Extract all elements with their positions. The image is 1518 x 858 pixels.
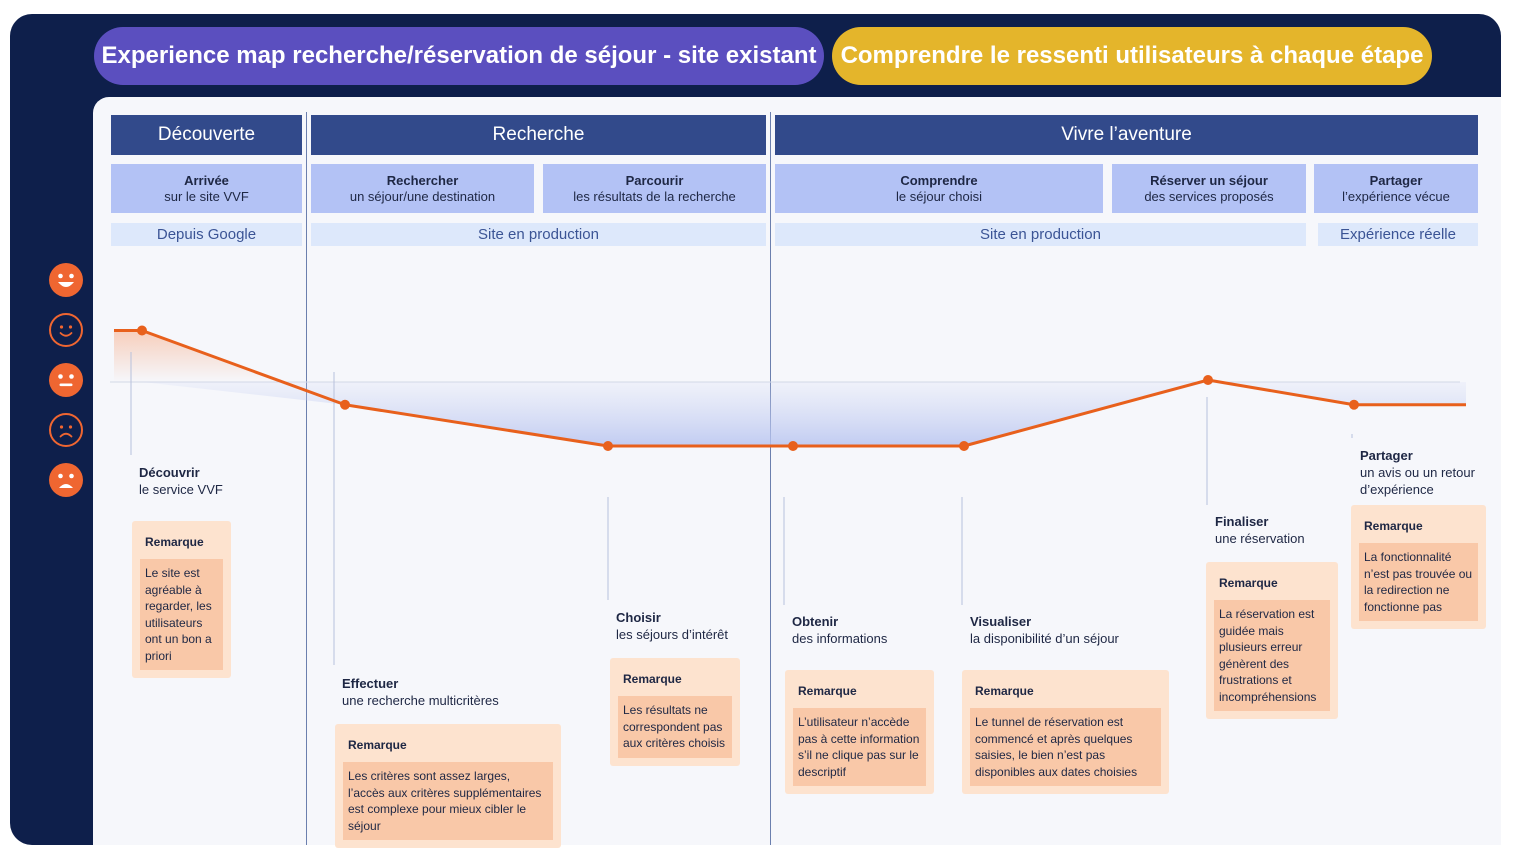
phase-divider <box>770 112 771 845</box>
step-title: Réserver un séjour <box>1150 172 1268 188</box>
happy-face-icon <box>49 313 83 347</box>
remark-label: Remarque <box>1219 576 1278 590</box>
step-partager: Partager l’expérience vécue <box>1314 164 1478 213</box>
action-subtitle: un avis ou un retour d’expérience <box>1360 465 1475 497</box>
page-subtitle: Comprendre le ressenti utilisateurs à ch… <box>832 27 1432 85</box>
action-decouvrir: Découvrir le service VVF <box>139 464 223 498</box>
remark-card-effectuer: Remarque Les critères sont assez larges,… <box>335 724 561 848</box>
action-subtitle: une réservation <box>1215 531 1305 546</box>
step-title: Comprendre <box>900 172 978 188</box>
remark-card-obtenir: Remarque L’utilisateur n’accède pas à ce… <box>785 670 934 794</box>
remark-card-finaliser: Remarque La réservation est guidée mais … <box>1206 562 1338 719</box>
emotion-point <box>137 325 147 336</box>
step-title: Arrivée <box>184 172 229 188</box>
action-title: Découvrir <box>139 465 200 480</box>
action-title: Effectuer <box>342 676 399 691</box>
phase-recherche: Recherche <box>311 115 766 155</box>
action-partager: Partager un avis ou un retour d’expérien… <box>1360 447 1495 498</box>
remark-label: Remarque <box>145 535 204 549</box>
phase-decouverte: Découverte <box>111 115 302 155</box>
step-subtitle: un séjour/une destination <box>349 188 496 204</box>
action-title: Partager <box>1360 448 1413 463</box>
sad-face-icon <box>49 413 83 447</box>
context-depuis-google: Depuis Google <box>111 223 302 246</box>
action-title: Obtenir <box>792 614 839 629</box>
phase-vivre-aventure: Vivre l’aventure <box>775 115 1478 155</box>
remark-text: Le tunnel de réservation est commencé et… <box>970 708 1161 786</box>
remark-label: Remarque <box>1364 519 1423 533</box>
emotion-point <box>340 399 350 410</box>
step-arrivee: Arrivée sur le site VVF <box>111 164 302 213</box>
step-comprendre: Comprendre le séjour choisi <box>775 164 1103 213</box>
step-parcourir: Parcourir les résultats de la recherche <box>543 164 766 213</box>
action-subtitle: des informations <box>792 631 888 646</box>
emotion-point <box>1349 399 1359 410</box>
emotion-point <box>1203 375 1213 385</box>
step-subtitle: le séjour choisi <box>896 188 982 204</box>
remark-card-decouvrir: Remarque Le site est agréable à regarder… <box>132 521 231 678</box>
emotion-point <box>788 441 798 451</box>
step-subtitle: l’expérience vécue <box>1342 188 1450 204</box>
context-site-production: Site en production <box>311 223 766 246</box>
action-subtitle: la disponibilité d’un séjour <box>970 631 1119 646</box>
very-happy-face-icon <box>49 263 83 297</box>
remark-card-partager: Remarque La fonctionnalité n’est pas tro… <box>1351 505 1486 629</box>
step-title: Rechercher <box>386 172 459 188</box>
emotion-point <box>959 441 969 451</box>
context-site-production-2: Site en production <box>775 223 1306 246</box>
action-subtitle: le service VVF <box>139 482 223 497</box>
action-subtitle: les séjours d’intérêt <box>616 627 728 642</box>
step-subtitle: sur le site VVF <box>164 188 249 204</box>
neutral-face-icon <box>49 363 83 397</box>
action-effectuer: Effectuer une recherche multicritères <box>342 675 499 709</box>
step-subtitle: des services proposés <box>1144 188 1274 204</box>
remark-label: Remarque <box>348 738 407 752</box>
action-choisir: Choisir les séjours d’intérêt <box>616 609 728 643</box>
step-title: Parcourir <box>625 172 684 188</box>
step-subtitle: les résultats de la recherche <box>573 188 736 204</box>
step-rechercher: Rechercher un séjour/une destination <box>311 164 534 213</box>
remark-text: La réservation est guidée mais plusieurs… <box>1214 600 1330 711</box>
remark-text: Les résultats ne correspondent pas aux c… <box>618 696 732 758</box>
remark-text: La fonctionnalité n’est pas trouvée ou l… <box>1359 543 1478 621</box>
remark-label: Remarque <box>623 672 682 686</box>
remark-text: Le site est agréable à regarder, les uti… <box>140 559 223 670</box>
action-obtenir: Obtenir des informations <box>792 613 887 647</box>
remark-card-visualiser: Remarque Le tunnel de réservation est co… <box>962 670 1169 794</box>
remark-text: Les critères sont assez larges, l’accès … <box>343 762 553 840</box>
negative-area <box>142 382 1466 446</box>
step-title: Partager <box>1369 172 1423 188</box>
action-subtitle: une recherche multicritères <box>342 693 499 708</box>
step-reserver: Réserver un séjour des services proposés <box>1112 164 1306 213</box>
remark-label: Remarque <box>798 684 857 698</box>
action-finaliser: Finaliser une réservation <box>1215 513 1305 547</box>
context-experience-reelle: Expérience réelle <box>1318 223 1478 246</box>
remark-label: Remarque <box>975 684 1034 698</box>
page-title: Experience map recherche/réservation de … <box>94 27 824 85</box>
action-title: Choisir <box>616 610 661 625</box>
emotion-point <box>603 441 613 451</box>
phase-divider <box>306 112 307 845</box>
remark-card-choisir: Remarque Les résultats ne correspondent … <box>610 658 740 766</box>
action-visualiser: Visualiser la disponibilité d’un séjour <box>970 613 1119 647</box>
very-sad-face-icon <box>49 463 83 497</box>
remark-text: L’utilisateur n’accède pas à cette infor… <box>793 708 926 786</box>
action-title: Visualiser <box>970 614 1032 629</box>
action-title: Finaliser <box>1215 514 1269 529</box>
